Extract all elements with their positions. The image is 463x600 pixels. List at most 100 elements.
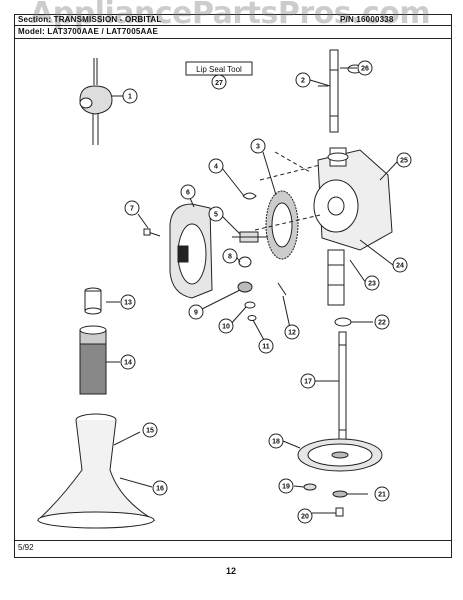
callout-circle [357,60,373,76]
callout-circle [300,373,316,389]
part-14-filter [79,325,107,395]
model-label: Model: [18,27,45,36]
callout-circle [364,275,380,291]
page-number: 12 [226,566,237,576]
lip-seal-tool-text: Lip Seal Tool [196,65,242,74]
part-1-drawing [79,58,120,145]
part-18-pulley [297,438,383,472]
leader-lines [106,67,398,514]
callout-number: 1 [128,94,132,101]
callout-number: 23 [368,281,376,288]
callout-circle [152,480,168,496]
callout-number: 17 [304,379,312,386]
callout-1: 1 [122,88,138,104]
section-label: Section: [18,15,52,24]
callout-circle [278,478,294,494]
callout-8: 8 [222,248,238,264]
callout-number: 6 [186,190,190,197]
callout-15: 15 [142,422,158,438]
pn-label: P/N [340,15,354,24]
callout-number: 4 [214,164,218,171]
callout-7: 7 [124,200,140,216]
callout-16: 16 [152,480,168,496]
revision-date: 5/92 [18,543,34,552]
part-15-agitator-base [36,413,156,529]
model-value: LAT3700AAE / LAT7005AAE [47,27,158,36]
callout-10: 10 [218,318,234,334]
callout-circle [295,72,311,88]
lip-seal-tool-number: 27 [215,80,223,87]
callout-22: 22 [374,314,390,330]
callout-circle [120,294,136,310]
part-7-screw [143,228,161,237]
section-heading: Section: TRANSMISSION - ORBITAL [18,15,161,24]
callout-25: 25 [396,152,412,168]
callout-18: 18 [268,433,284,449]
callout-circle [124,200,140,216]
callout-number: 9 [194,310,198,317]
callout-circle [218,318,234,334]
callout-23: 23 [364,275,380,291]
callout-9: 9 [188,304,204,320]
section-value: TRANSMISSION - ORBITAL [53,15,162,24]
part-3-gear [265,190,299,260]
callout-circle [374,486,390,502]
callout-6: 6 [180,184,196,200]
callout-circle [208,206,224,222]
callout-circle [392,257,408,273]
assembly-lines [254,151,321,231]
callout-circle [284,324,300,340]
callout-number: 19 [282,484,290,491]
small-fasteners [303,483,348,517]
callout-number: 14 [124,360,132,367]
callouts: 1234567891011121314151617181920212223242… [120,60,412,524]
gear-housing-drawing [313,147,393,306]
callout-number: 25 [400,158,408,165]
callout-12: 12 [284,324,300,340]
model-heading: Model: LAT3700AAE / LAT7005AAE [18,27,158,36]
callout-11: 11 [258,338,274,354]
callout-21: 21 [374,486,390,502]
callout-circle [258,338,274,354]
footer-divider [14,540,452,541]
part-13-bushing [84,287,102,315]
callout-number: 21 [378,492,386,499]
callout-number: 16 [156,486,164,493]
callout-number: 15 [146,428,154,435]
callout-number: 5 [214,212,218,219]
callout-5: 5 [208,206,224,222]
callout-number: 26 [361,66,369,73]
part-2-drawing [318,49,350,133]
lip-seal-tool-label: Lip Seal Tool [185,61,253,76]
part-17-shaft [338,331,347,451]
diagram-frame [14,14,452,558]
callout-circle [188,304,204,320]
callout-circle [122,88,138,104]
callout-circle [250,138,266,154]
callout-circle [120,354,136,370]
callout-20: 20 [297,508,313,524]
callout-circle [268,433,284,449]
callout-19: 19 [278,478,294,494]
callout-number: 7 [130,206,134,213]
callout-circle [297,508,313,524]
callout-3: 3 [250,138,266,154]
callout-17: 17 [300,373,316,389]
callout-2: 2 [295,72,311,88]
callout-circle [208,158,224,174]
callout-number: 24 [396,263,404,270]
lip-seal-tool-callout [211,74,227,90]
callout-number: 18 [272,439,280,446]
callout-number: 12 [288,330,296,337]
callout-14: 14 [120,354,136,370]
header-divider [14,25,452,26]
callout-4: 4 [208,158,224,174]
callout-number: 20 [301,514,309,521]
callout-26: 26 [357,60,373,76]
callout-circle [374,314,390,330]
callout-circle [142,422,158,438]
part-number: P/N 16000338 [340,15,394,24]
part-22-seal [334,317,352,327]
callout-13: 13 [120,294,136,310]
